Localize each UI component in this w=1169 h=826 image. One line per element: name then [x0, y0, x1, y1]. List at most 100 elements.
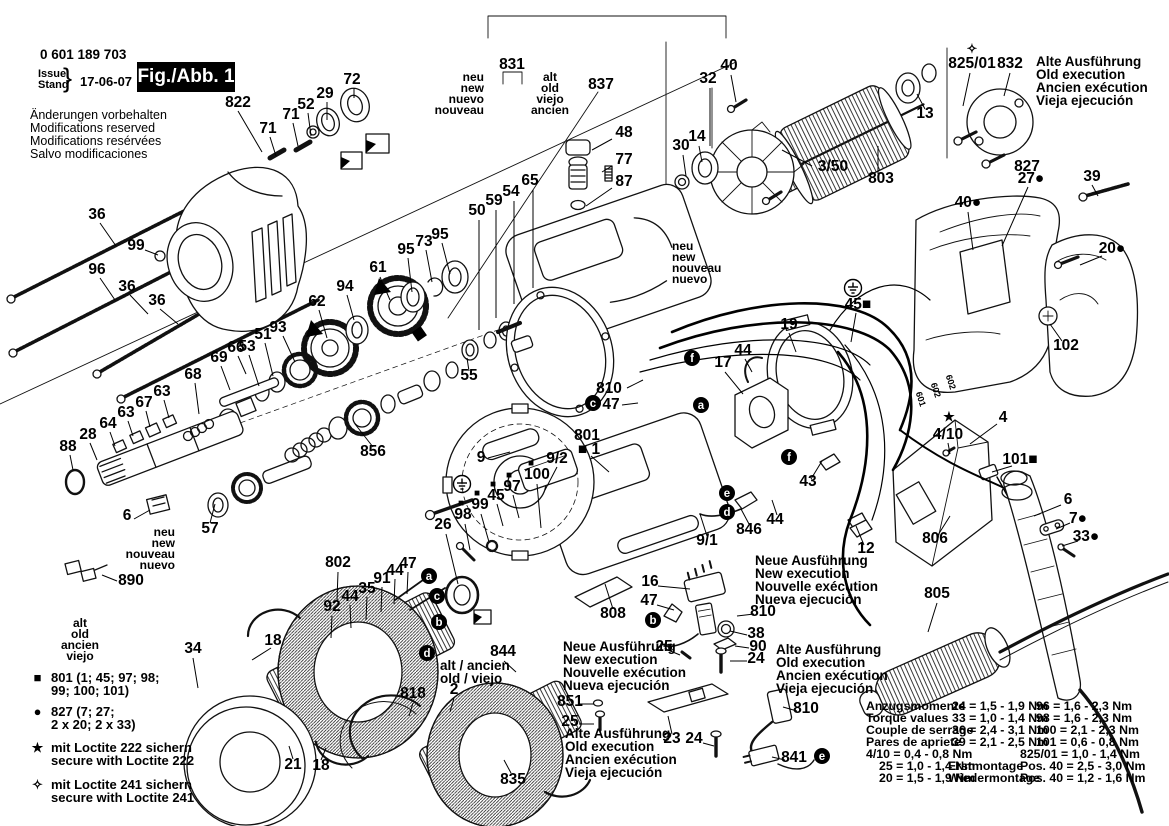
leader-line [99, 277, 116, 301]
leader-line [496, 503, 504, 527]
brush-holder-6-drawing [145, 494, 171, 515]
part-label: 825/01 [948, 55, 996, 72]
part-label: 88 [59, 438, 77, 455]
switch-drawing [892, 419, 999, 567]
part-label: 66 [227, 339, 245, 356]
wire-tag: 601 [914, 390, 928, 407]
part-label: 39 [1083, 168, 1101, 185]
circle-letter-text: f [690, 353, 694, 365]
leader-line [133, 509, 151, 520]
circle-letter-text: a [426, 571, 433, 583]
part-label: 77 [615, 151, 632, 168]
annotation-line: neu [154, 525, 175, 539]
part-label: 97 [503, 478, 520, 495]
torque-value: 39 = 2,1 - 2,5 Nm [952, 735, 1049, 749]
leader-line [724, 371, 744, 395]
brush-parts-drawing [592, 560, 815, 770]
torque-note: Erstmontage [948, 759, 1024, 773]
part-label: 23 [663, 730, 681, 747]
ring-34-drawing [183, 695, 317, 826]
issue-stand-brace: } [63, 63, 73, 93]
earth-ground-icon [843, 278, 863, 298]
notice-line: Änderungen vorbehalten [30, 108, 167, 122]
leader-line [209, 503, 216, 524]
leader-line [144, 249, 159, 256]
leader-line [744, 358, 753, 373]
part-label: 14 [688, 128, 706, 145]
plug-805-drawing [859, 627, 1011, 718]
leader-line [336, 571, 339, 601]
part-label: 835 [500, 771, 526, 788]
part-label: 810 [596, 380, 622, 397]
field-ring-19-drawing [734, 314, 868, 530]
circle-letter-text: b [649, 615, 656, 627]
leader-line [127, 420, 134, 437]
circle-letter-text: b [435, 617, 442, 629]
part-label: 65 [521, 172, 539, 189]
spindle-group-drawing [64, 377, 312, 582]
flange-832-drawing [953, 88, 1034, 169]
leader-line [269, 136, 277, 157]
legend-item: ■801 (1; 45; 97; 98;99; 100; 101) [30, 671, 160, 697]
part-label: 805 [924, 585, 950, 602]
part-label: 52 [297, 96, 314, 113]
part-label: 9/1 [696, 532, 718, 549]
leader-line [788, 332, 797, 353]
leader-line [927, 602, 938, 633]
part-label: 32 [699, 70, 716, 87]
leader-line [346, 294, 355, 321]
circle-letter-marker-c [585, 395, 601, 411]
leader-line [667, 649, 681, 656]
leader-line [330, 615, 333, 639]
part-label: 64 [99, 415, 117, 432]
annotation-line: Alte Ausführung [1036, 54, 1141, 69]
annotation-line: alt [543, 70, 557, 84]
part-label: 44 [386, 562, 404, 579]
part-label: 806 [922, 530, 948, 547]
stand-label: Stand [38, 79, 69, 91]
annotation-line: viejo [66, 649, 93, 663]
annotation-line: ancien [531, 103, 569, 117]
part-label: 44 [341, 588, 359, 605]
part-label: 44 [766, 511, 784, 528]
leader-line [101, 574, 118, 582]
leader-line [464, 523, 471, 551]
part-label: ■ [506, 470, 512, 481]
torque-value: Pos. 40 = 1,2 - 1,6 Nm [1020, 771, 1146, 785]
torque-note: Wiedermontage [948, 771, 1041, 785]
torque-value: 4/10 = 0,4 - 0,8 Nm [866, 747, 973, 761]
part-label: 856 [360, 443, 386, 460]
circle-letter-text: a [698, 400, 705, 412]
part-label: 9/2 [546, 450, 568, 467]
part-label: 21 [284, 756, 302, 773]
leader-line [667, 715, 673, 735]
part-label: 101■ [1002, 451, 1037, 468]
part-label: 93 [269, 319, 287, 336]
part-label: 801 [574, 427, 600, 444]
part-label: 818 [400, 685, 426, 702]
part-label: 63 [117, 404, 135, 421]
leader-line [1091, 184, 1099, 197]
part-label: 44 [734, 342, 752, 359]
leader-line [288, 745, 294, 760]
part-label: 95 [431, 226, 449, 243]
part-label: ■ [528, 458, 534, 469]
part-label: 51 [254, 326, 272, 343]
part-label: 96 [88, 261, 106, 278]
part-label: 98 [454, 506, 472, 523]
torque-value: 36 = 2,4 - 3,1 Nm [952, 723, 1049, 737]
leader-line [407, 257, 413, 293]
torque-value: 825/01 = 1,0 - 1,4 Nm [1020, 747, 1140, 761]
annotation-line: Ancien exécution [1036, 80, 1148, 95]
leader-line [730, 74, 737, 103]
part-label: 47 [640, 592, 657, 609]
circle-letter-text: f [787, 452, 791, 464]
part-label: 6 [1064, 491, 1073, 508]
part-label: 25 [655, 638, 673, 655]
gear-housing-drawing [166, 166, 308, 332]
circle-letter-text: d [723, 507, 730, 519]
annotation-line: new [672, 250, 696, 264]
part-label: 91 [373, 570, 391, 587]
leader-line [601, 165, 613, 173]
